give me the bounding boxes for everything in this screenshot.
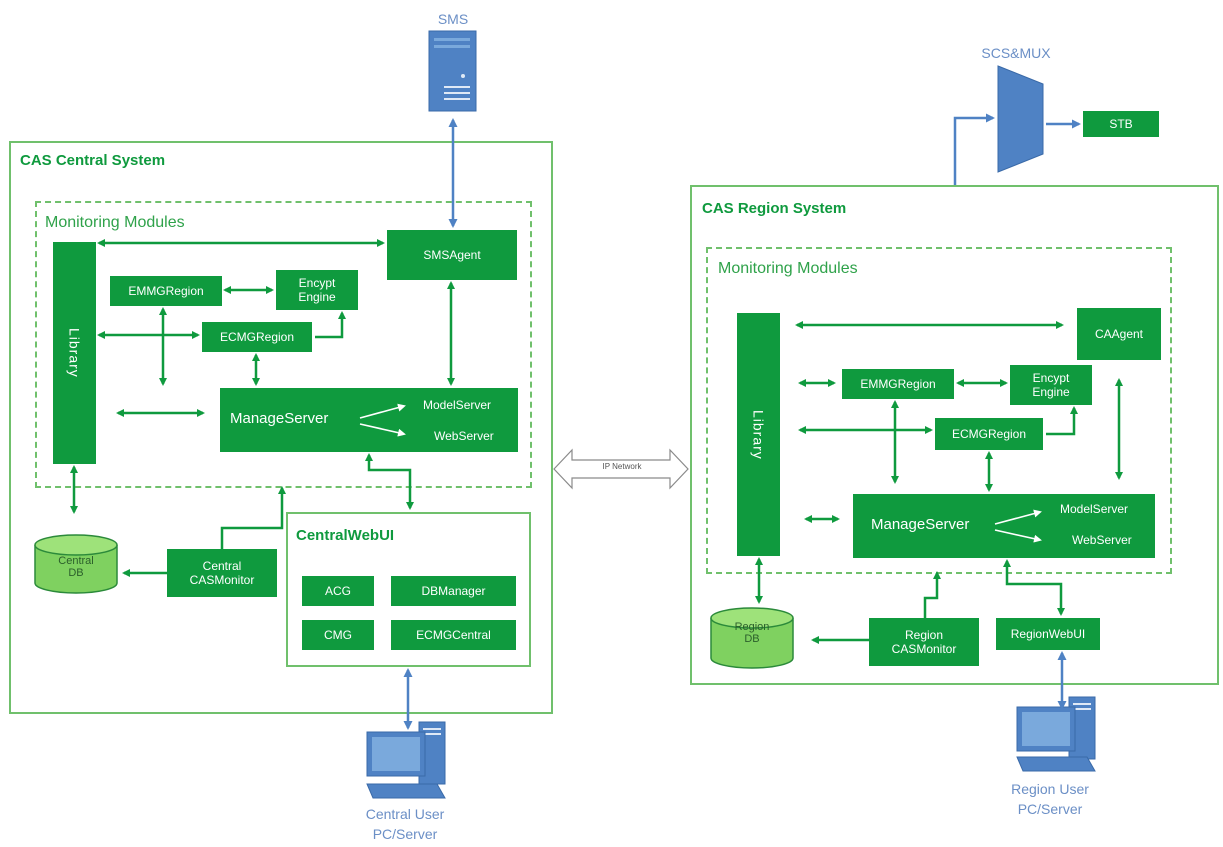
- central-db-line2: DB: [68, 567, 84, 579]
- region-monitoring-title: Monitoring Modules: [718, 260, 858, 277]
- region-encrypt-engine: Encypt Engine: [1010, 365, 1092, 405]
- central-casmonitor-line1: Central: [202, 559, 242, 573]
- region-caagent: CAAgent: [1077, 308, 1161, 360]
- stb-label: STB: [1109, 117, 1133, 131]
- region-casmonitor-line2: CASMonitor: [891, 642, 957, 656]
- region-webserver-label: WebServer: [1072, 533, 1132, 547]
- region-db-line2: DB: [744, 633, 760, 645]
- central-monitor-up-line: [220, 486, 286, 549]
- region-casmonitor: Region CASMonitor: [869, 618, 979, 666]
- region-casmonitor-line1: Region: [904, 628, 944, 642]
- central-library: Library: [53, 242, 96, 464]
- central-db-label: Central DB: [33, 555, 119, 579]
- region-caagent-label: CAAgent: [1094, 327, 1144, 341]
- region-manage-webserver-arrow: [994, 529, 1042, 543]
- region-encrypt-line2: Engine: [1032, 385, 1070, 399]
- region-user-pc-icon: [1016, 696, 1096, 772]
- region-webui-label: RegionWebUI: [1010, 627, 1086, 641]
- central-cmg-label: CMG: [324, 628, 352, 642]
- region-db-label: Region DB: [709, 621, 795, 645]
- central-ecmgregion: ECMGRegion: [202, 322, 312, 352]
- central-dbmanager: DBManager: [391, 576, 516, 606]
- region-library-label: Library: [750, 409, 767, 460]
- central-modelserver-label: ModelServer: [423, 398, 492, 412]
- region-encrypt-line1: Encypt: [1032, 371, 1070, 385]
- central-user-label: Central User PC/Server: [350, 804, 460, 844]
- central-db-cylinder: [34, 534, 118, 594]
- sms-label: SMS: [437, 11, 469, 27]
- central-emmgregion-label: EMMGRegion: [128, 284, 204, 298]
- central-smsagent-label: SMSAgent: [423, 248, 481, 262]
- central-smsagent: SMSAgent: [387, 230, 517, 280]
- region-manageserver-box: [853, 494, 1155, 558]
- central-user-pc-icon: [366, 721, 446, 799]
- central-manageserver-box: [220, 388, 518, 452]
- central-user-line1: Central User: [365, 806, 445, 822]
- sms-server-icon: [428, 30, 477, 112]
- region-webui: RegionWebUI: [996, 618, 1100, 650]
- central-acg: ACG: [302, 576, 374, 606]
- central-cmg: CMG: [302, 620, 374, 650]
- ip-network-arrow: [553, 448, 689, 490]
- central-db-line1: Central: [58, 555, 94, 567]
- central-manage-webui-arrow: [365, 453, 414, 510]
- scs-mux-icon: [997, 65, 1044, 173]
- central-library-label: Library: [66, 328, 83, 378]
- central-ecmgcentral-label: ECMGCentral: [416, 628, 491, 642]
- central-manageserver-label: ManageServer: [230, 410, 329, 427]
- central-manage-modelserver-arrow: [359, 403, 406, 419]
- region-emmgregion: EMMGRegion: [842, 369, 954, 399]
- central-casmonitor: Central CASMonitor: [167, 549, 277, 597]
- region-emmgregion-label: EMMGRegion: [860, 377, 936, 391]
- region-manage-webui-arrow: [1003, 559, 1065, 616]
- central-encrypt-line2: Engine: [298, 290, 336, 304]
- region-system-title: CAS Region System: [702, 200, 847, 217]
- central-webui-title: CentralWebUI: [296, 527, 395, 544]
- central-casmonitor-line2: CASMonitor: [189, 573, 255, 587]
- central-dbmanager-label: DBManager: [421, 584, 486, 598]
- central-ecmgcentral: ECMGCentral: [391, 620, 516, 650]
- central-emmgregion: EMMGRegion: [110, 276, 222, 306]
- ip-network-label: IP Network: [602, 462, 642, 471]
- region-manage-modelserver-arrow: [994, 509, 1042, 525]
- region-manageserver-label: ManageServer: [871, 516, 970, 533]
- region-monitor-up-line: [923, 571, 941, 618]
- central-user-line2: PC/Server: [372, 826, 438, 842]
- central-monitoring-title: Monitoring Modules: [45, 214, 185, 231]
- central-encrypt-engine: Encypt Engine: [276, 270, 358, 310]
- region-modelserver-label: ModelServer: [1060, 502, 1129, 516]
- stb-box: STB: [1083, 111, 1159, 137]
- region-ecmg-encrypt-arrow: [1046, 406, 1078, 436]
- region-user-line1: Region User: [1011, 781, 1089, 797]
- central-manage-webserver-arrow: [359, 423, 406, 437]
- region-to-mux-line: [953, 113, 995, 185]
- central-ecmg-encrypt-arrow: [315, 311, 346, 339]
- scs-mux-label: SCS&MUX: [981, 45, 1051, 61]
- region-db-line1: Region: [734, 621, 770, 633]
- region-user-line2: PC/Server: [1017, 801, 1083, 817]
- central-system-title: CAS Central System: [20, 152, 166, 169]
- central-encrypt-line1: Encypt: [298, 276, 336, 290]
- region-ecmgregion-label: ECMGRegion: [951, 427, 1027, 441]
- region-db-cylinder: [710, 607, 794, 669]
- region-library: Library: [737, 313, 780, 556]
- central-acg-label: ACG: [324, 584, 351, 598]
- region-ecmgregion: ECMGRegion: [935, 418, 1043, 450]
- region-user-label: Region User PC/Server: [995, 779, 1105, 819]
- central-ecmgregion-label: ECMGRegion: [219, 330, 295, 344]
- central-webserver-label: WebServer: [434, 429, 494, 443]
